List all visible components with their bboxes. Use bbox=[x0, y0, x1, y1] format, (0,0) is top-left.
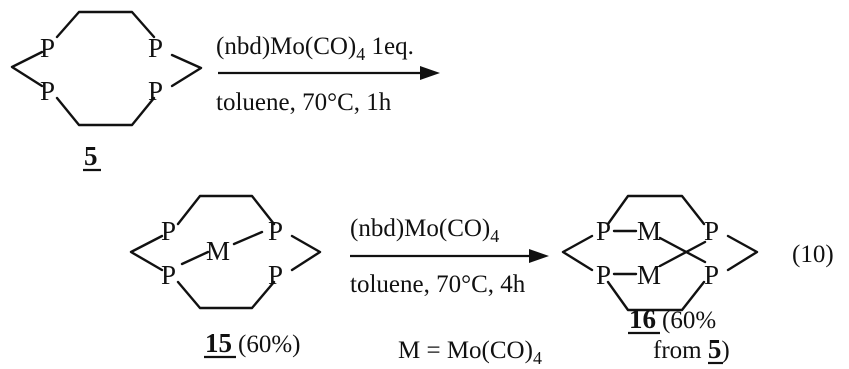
compound-16-m-p-cross-bond-a bbox=[658, 236, 707, 264]
compound-15-m-p-bond-lower bbox=[180, 250, 210, 266]
step2-reagent: (nbd)Mo(CO)4 bbox=[350, 215, 499, 246]
compound-15-yield: (60%) bbox=[238, 331, 300, 358]
step2-conditions: toluene, 70°C, 4h bbox=[350, 271, 526, 298]
compound-16-yield-source: from 5) bbox=[653, 334, 730, 364]
compound-16-bottom-bridge bbox=[606, 280, 706, 312]
compound-5-p-bottom-right: P bbox=[148, 76, 163, 106]
step1-conditions: toluene, 70°C, 1h bbox=[216, 89, 392, 116]
step2-arrowhead bbox=[529, 249, 549, 263]
step1-reagent: (nbd)Mo(CO)4 1eq. bbox=[216, 33, 414, 64]
compound-15-p-bottom-left: P bbox=[161, 260, 176, 290]
compound-15-top-bridge bbox=[176, 194, 276, 226]
step1-arrowhead bbox=[420, 66, 440, 80]
compound-5-left-wedge bbox=[10, 50, 44, 88]
compound-15-p-top-right: P bbox=[268, 216, 283, 246]
compound-15-bottom-bridge bbox=[176, 280, 276, 310]
compound-16-left-wedge bbox=[561, 234, 594, 272]
compound-15-p-top-left: P bbox=[161, 216, 176, 246]
compound-16-metal-bottom: M bbox=[637, 260, 661, 290]
metal-definition: M = Mo(CO)4 bbox=[398, 337, 542, 368]
compound-15-structure: P P P P M bbox=[129, 194, 322, 310]
compound-16-p-bottom-left: P bbox=[596, 260, 611, 290]
compound-5-top-bridge bbox=[55, 10, 156, 39]
compound-16-from-number: 5 bbox=[708, 334, 722, 364]
compound-16-p-top-left: P bbox=[596, 216, 611, 246]
compound-5-number: 5 bbox=[84, 141, 98, 171]
compound-5-bottom-bridge bbox=[55, 96, 156, 127]
compound-16-m-p-cross-bond-b bbox=[658, 240, 707, 268]
compound-15-right-wedge bbox=[290, 234, 322, 272]
compound-16-right-wedge bbox=[726, 234, 759, 272]
compound-5-p-top-left: P bbox=[40, 33, 55, 63]
compound-16-yield: (60% bbox=[662, 307, 716, 334]
equation-number: (10) bbox=[792, 241, 834, 268]
compound-16-top-bridge bbox=[606, 194, 706, 226]
compound-15-number: 15 bbox=[205, 328, 232, 358]
compound-15-m-p-bond-upper bbox=[232, 230, 264, 246]
compound-15-left-wedge bbox=[129, 234, 164, 272]
compound-5-p-bottom-left: P bbox=[40, 76, 55, 106]
compound-16-metal-top: M bbox=[637, 216, 661, 246]
compound-15-p-bottom-right: P bbox=[268, 260, 283, 290]
compound-16-p-bottom-right: P bbox=[704, 260, 719, 290]
compound-16-number: 16 bbox=[629, 304, 656, 334]
compound-15-metal: M bbox=[206, 236, 230, 266]
compound-16-structure: P P P P M M bbox=[561, 194, 759, 312]
compound-5-p-top-right: P bbox=[148, 33, 163, 63]
compound-5-structure: P P P P bbox=[10, 10, 203, 127]
compound-5-right-wedge bbox=[170, 53, 203, 88]
compound-16-p-top-right: P bbox=[704, 216, 719, 246]
